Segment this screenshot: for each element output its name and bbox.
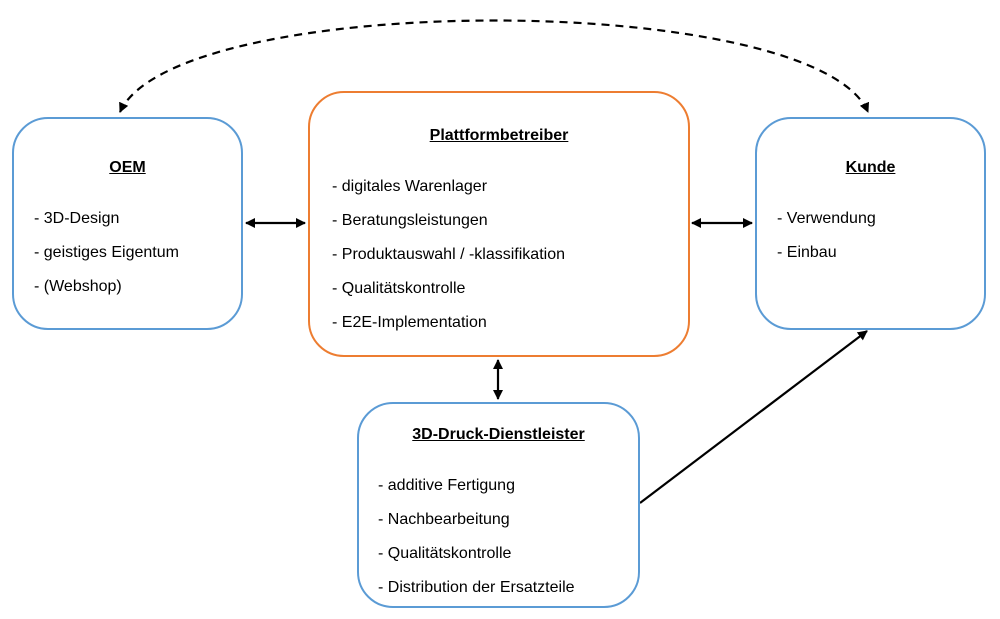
- node-plattformbetreiber: Plattformbetreiber - digitales Warenlage…: [308, 91, 690, 357]
- node-title: Plattformbetreiber: [429, 127, 569, 144]
- edge-dienstleister-kunde: [639, 330, 868, 504]
- node-oem: OEM - 3D-Design - geistiges Eigentum - (…: [12, 117, 243, 330]
- node-3d-druck-dienstleister: 3D-Druck-Dienstleister - additive Fertig…: [357, 402, 640, 608]
- list-item: - Beratungsleistungen: [332, 212, 488, 229]
- node-items: - digitales Warenlager - Beratungsleistu…: [332, 179, 565, 349]
- list-item: - Qualitätskontrolle: [378, 545, 512, 562]
- list-item: - Qualitätskontrolle: [332, 280, 466, 297]
- list-item: - geistiges Eigentum: [34, 244, 179, 261]
- node-items: - 3D-Design - geistiges Eigentum - (Webs…: [34, 211, 179, 313]
- list-item: - Distribution der Ersatzteile: [378, 579, 575, 596]
- node-items: - Verwendung - Einbau: [777, 211, 876, 279]
- node-title: 3D-Druck-Dienstleister: [412, 426, 585, 443]
- list-item: - digitales Warenlager: [332, 178, 488, 195]
- list-item: - Produktauswahl / -klassifikation: [332, 246, 565, 263]
- list-item: - Einbau: [777, 244, 837, 261]
- node-title: Kunde: [845, 159, 896, 176]
- list-item: - E2E-Implementation: [332, 314, 487, 331]
- list-item: - Verwendung: [777, 210, 876, 227]
- list-item: - (Webshop): [34, 278, 122, 295]
- node-title: OEM: [109, 159, 146, 176]
- list-item: - Nachbearbeitung: [378, 511, 510, 528]
- node-items: - additive Fertigung - Nachbearbeitung -…: [378, 478, 575, 614]
- list-item: - 3D-Design: [34, 210, 120, 227]
- list-item: - additive Fertigung: [378, 477, 515, 494]
- node-kunde: Kunde - Verwendung - Einbau: [755, 117, 986, 330]
